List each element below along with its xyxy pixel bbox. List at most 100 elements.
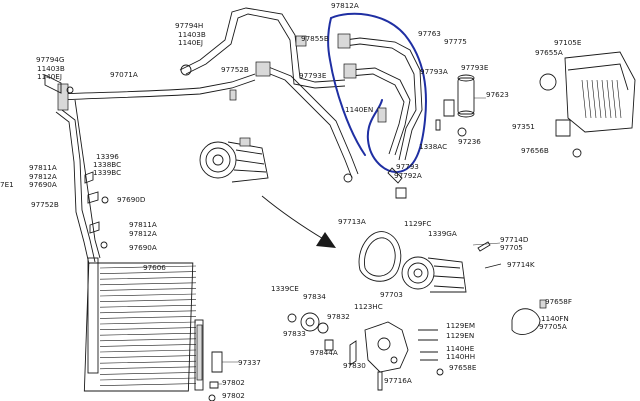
part-label-97793[interactable]: 97793 xyxy=(396,162,419,171)
part-label-97703[interactable]: 97703 xyxy=(380,290,403,299)
part-number-text: 1338AC xyxy=(419,142,447,151)
part-label-13396[interactable]: 13396 xyxy=(96,152,119,161)
part-label-97802[interactable]: 97802 xyxy=(222,391,245,400)
receiver-drier xyxy=(435,74,486,137)
part-number-text: 1140EJ xyxy=(178,38,203,47)
part-label-97351[interactable]: 97351 xyxy=(512,122,535,131)
part-label-11403b[interactable]: 11403B xyxy=(37,64,65,73)
part-number-text: 97793 xyxy=(396,162,419,171)
part-number-text: 97606 xyxy=(143,263,166,272)
part-label-97811a[interactable]: 97811A xyxy=(29,163,57,172)
part-label-97775[interactable]: 97775 xyxy=(444,37,467,46)
part-label-1140hh[interactable]: 1140HH xyxy=(446,352,475,361)
part-label-97236[interactable]: 97236 xyxy=(458,137,481,146)
detail-arrow xyxy=(261,195,336,248)
highlighted-hose[interactable] xyxy=(327,12,427,174)
part-label-1339ga[interactable]: 1339GA xyxy=(428,229,457,238)
part-number-text: 1129EN xyxy=(446,331,474,340)
part-label-1339ce[interactable]: 1339CE xyxy=(271,284,299,293)
part-label-97658f[interactable]: 97658F xyxy=(545,297,572,306)
part-label-97658e[interactable]: 97658E xyxy=(449,363,477,372)
part-label-97811a[interactable]: 97811A xyxy=(129,220,157,229)
part-number-text: 97793E xyxy=(299,71,327,80)
part-number-text: 97752B xyxy=(31,200,59,209)
part-label-97834[interactable]: 97834 xyxy=(303,292,326,301)
part-label-1123hc[interactable]: 1123HC xyxy=(354,302,383,311)
part-label-97793a[interactable]: 97793A xyxy=(420,67,448,76)
part-label-97763[interactable]: 97763 xyxy=(418,29,441,38)
part-label-97832[interactable]: 97832 xyxy=(327,312,350,321)
part-label-97794g[interactable]: 97794G xyxy=(36,55,64,64)
part-number-text: 97793E xyxy=(461,63,489,72)
part-label-11403b[interactable]: 11403B xyxy=(178,30,206,39)
part-label-97705[interactable]: 97705 xyxy=(500,243,523,252)
part-number-text: 1339CE xyxy=(271,284,299,293)
part-number-text: 1129EM xyxy=(446,321,475,330)
part-label-97844a[interactable]: 97844A xyxy=(310,348,338,357)
part-number-text: 97714K xyxy=(507,260,535,269)
part-label-97793e[interactable]: 97793E xyxy=(461,63,489,72)
part-label-97105e[interactable]: 97105E xyxy=(554,38,582,47)
top-piping xyxy=(179,7,359,183)
part-number-text: 1140HH xyxy=(446,352,475,361)
part-label-97752b[interactable]: 97752B xyxy=(31,200,59,209)
part-number-text: 97690D xyxy=(117,195,146,204)
part-label-97337[interactable]: 97337 xyxy=(238,358,261,367)
part-label-1129en[interactable]: 1129EN xyxy=(446,331,474,340)
part-label-97802[interactable]: 97802 xyxy=(222,378,245,387)
part-label-1338ac[interactable]: 1338AC xyxy=(419,142,447,151)
part-number-text: 97713A xyxy=(338,217,366,226)
part-number-text: 1339GA xyxy=(428,229,457,238)
part-number-text: 97775 xyxy=(444,37,467,46)
part-label-97705a[interactable]: 97705A xyxy=(539,322,567,331)
part-label-97690d[interactable]: 97690D xyxy=(117,195,146,204)
part-label-97812a[interactable]: 97812A xyxy=(129,229,157,238)
part-label-97792a[interactable]: 97792A xyxy=(394,171,422,180)
part-number-text: 97105E xyxy=(554,38,582,47)
left-piping xyxy=(44,73,256,265)
part-number-text: 97690A xyxy=(129,243,157,252)
part-label-1140ej[interactable]: 1140EJ xyxy=(37,72,62,81)
part-number-text: 97844A xyxy=(310,348,338,357)
part-label-97714d[interactable]: 97714D xyxy=(500,235,529,244)
part-label-97830[interactable]: 97830 xyxy=(343,361,366,370)
part-label-97716a[interactable]: 97716A xyxy=(384,376,412,385)
part-label-1140en[interactable]: 1140EN xyxy=(345,105,373,114)
part-label-97071a[interactable]: 97071A xyxy=(110,70,138,79)
part-label-97623[interactable]: 97623 xyxy=(486,90,509,99)
part-label-97713a[interactable]: 97713A xyxy=(338,217,366,226)
part-label-97690a[interactable]: 97690A xyxy=(29,180,57,189)
part-label-1339bc[interactable]: 1339BC xyxy=(93,168,121,177)
part-label-97655a[interactable]: 97655A xyxy=(535,48,563,57)
part-label-97833[interactable]: 97833 xyxy=(283,329,306,338)
suction-discharge-hoses xyxy=(337,33,423,199)
part-number-text: 97833 xyxy=(283,329,306,338)
part-number-text: 97834 xyxy=(303,292,326,301)
part-label-97656b[interactable]: 97656B xyxy=(521,146,549,155)
part-number-text: 97802 xyxy=(222,391,245,400)
part-label-1140ej[interactable]: 1140EJ xyxy=(178,38,203,47)
part-number-text: 1140EN xyxy=(345,105,373,114)
part-label-97812a[interactable]: 97812A xyxy=(331,1,359,10)
part-label-97606[interactable]: 97606 xyxy=(143,263,166,272)
part-label-7e1[interactable]: 7E1 xyxy=(0,180,14,189)
part-label-1140fn[interactable]: 1140FN xyxy=(541,314,569,323)
part-label-97793e[interactable]: 97793E xyxy=(299,71,327,80)
part-number-text: 97705A xyxy=(539,322,567,331)
part-label-1140he[interactable]: 1140HE xyxy=(446,344,475,353)
part-number-text: 97811A xyxy=(129,220,157,229)
part-number-text: 97655A xyxy=(535,48,563,57)
part-label-97812a[interactable]: 97812A xyxy=(29,172,57,181)
part-number-text: 11403B xyxy=(178,30,206,39)
part-number-text: 97752B xyxy=(221,65,249,74)
part-label-1338bc[interactable]: 1338BC xyxy=(93,160,121,169)
part-label-97690a[interactable]: 97690A xyxy=(129,243,157,252)
part-number-text: 97812A xyxy=(129,229,157,238)
part-label-1129fc[interactable]: 1129FC xyxy=(404,219,431,228)
part-label-1129em[interactable]: 1129EM xyxy=(446,321,475,330)
part-label-97752b[interactable]: 97752B xyxy=(221,65,249,74)
part-label-97855b[interactable]: 97855B xyxy=(301,34,329,43)
part-label-97714k[interactable]: 97714K xyxy=(507,260,535,269)
part-label-97794h[interactable]: 97794H xyxy=(175,21,203,30)
part-number-text: 97623 xyxy=(486,90,509,99)
